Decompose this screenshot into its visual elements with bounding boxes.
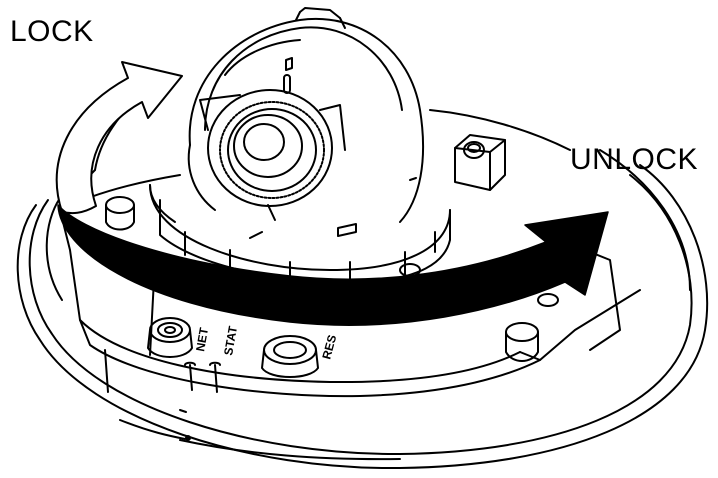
lock-label: LOCK <box>10 15 94 48</box>
connector-block <box>454 134 506 191</box>
sensor-slot <box>283 57 293 94</box>
reset-port-label: RES <box>319 333 339 360</box>
curved-arrow-right-solid-icon <box>57 204 609 326</box>
detail-marks <box>179 177 417 441</box>
lens-assembly <box>199 89 346 221</box>
ports <box>104 317 319 393</box>
dome-shell <box>187 7 425 223</box>
base-ring <box>16 164 709 470</box>
curved-arrow-left-outline-icon <box>55 61 183 215</box>
net-port-label: NET <box>193 326 211 353</box>
stat-port-label: STAT <box>221 324 240 356</box>
unlock-label: UNLOCK <box>570 143 699 176</box>
